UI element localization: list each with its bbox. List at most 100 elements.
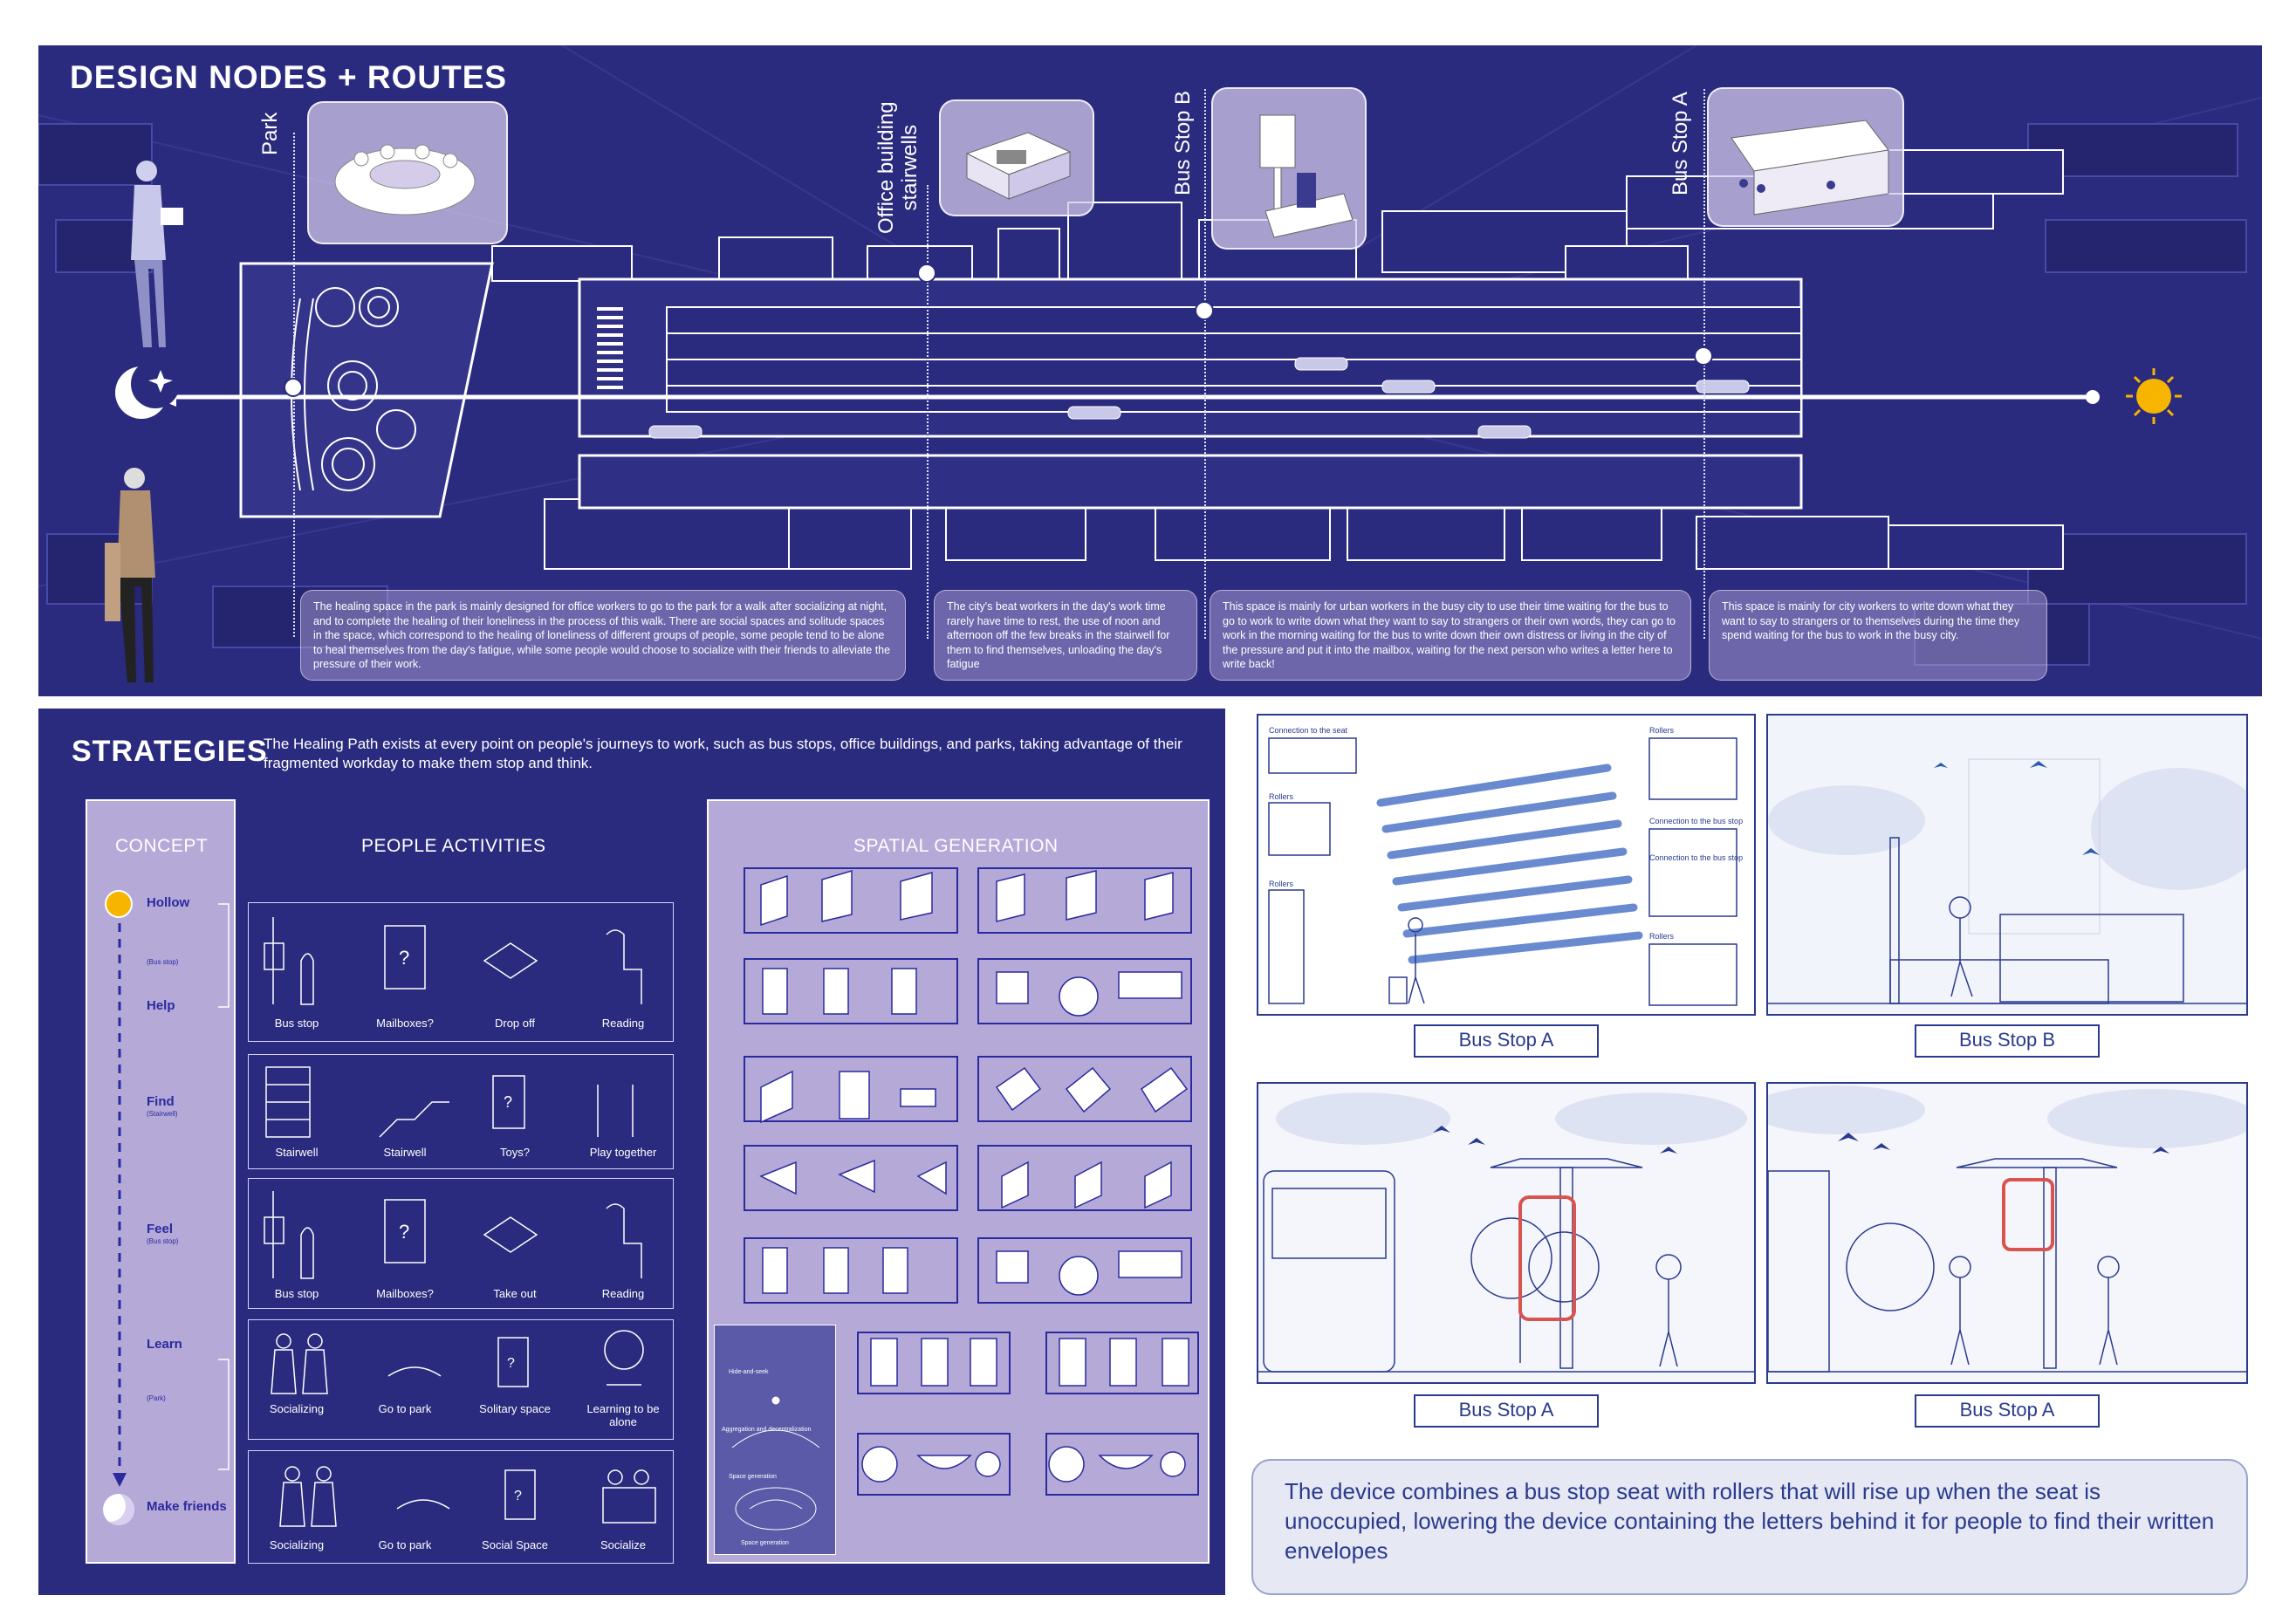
activity-label: Stairwell: [383, 1146, 427, 1159]
svg-text:?: ?: [504, 1093, 512, 1111]
strategies-subtitle: The Healing Path exists at every point o…: [264, 736, 1182, 771]
bus-stop-b-section: [1766, 714, 2248, 1016]
svg-text:?: ?: [399, 947, 409, 969]
node-label-bus-stop-a: Bus Stop A: [1669, 92, 1692, 195]
node-label-bus-stop-b: Bus Stop B: [1171, 90, 1195, 195]
svg-text:Rollers: Rollers: [1269, 792, 1294, 801]
activity-label: Socializing: [269, 1402, 325, 1415]
activity-label: Mailboxes?: [376, 1017, 434, 1030]
feel-sketch-row: ?: [264, 1191, 642, 1279]
concept-learn: Learn: [147, 1337, 182, 1352]
activity-row-4: Socializing Go to park Solitary space Le…: [248, 1319, 674, 1440]
park-label-space-gen-1: Space generation: [729, 1474, 777, 1480]
strategies-title: STRATEGIES: [72, 735, 268, 768]
stairwell-description: The city's beat workers in the day's wor…: [934, 590, 1197, 681]
park-label-aggregation: Aggregation and decentralization: [722, 1427, 812, 1433]
activity-row-5: Socializing Go to park Social Space Soci…: [248, 1450, 674, 1564]
learn-sketch-row: ?: [271, 1330, 644, 1394]
concept-timeline: [113, 903, 230, 1487]
activities-heading: PEOPLE ACTIVITIES: [361, 836, 546, 856]
sun-icon: [2126, 368, 2182, 424]
page-title: DESIGN NODES + ROUTES: [70, 59, 508, 95]
woman-walking-figure: [105, 468, 155, 682]
svg-text:Rollers: Rollers: [1649, 932, 1675, 941]
park-analysis-inset: Hide-and-seek Aggregation and decentrali…: [714, 1325, 836, 1555]
concept-make-friends: Make friends: [147, 1499, 227, 1514]
bus-stop-a-section-drawing-1: [1258, 1084, 1754, 1382]
man-reading-figure: [131, 161, 183, 347]
concept-feel-sub: (Bus stop): [147, 1237, 179, 1245]
activity-row-2: Stairwell Stairwell Toys? Play together …: [248, 1054, 674, 1169]
activity-label: Socializing: [269, 1538, 325, 1551]
bus-stop-a-section-drawing-2: [1768, 1084, 2246, 1382]
bus-stop-sketch-row: ?: [264, 917, 642, 1005]
caption-bus-stop-a-1: Bus Stop A: [1414, 1024, 1599, 1058]
caption-bus-stop-a-2: Bus Stop A: [1414, 1394, 1599, 1428]
activity-label: Social Space: [482, 1538, 548, 1551]
park-thumbnail: [307, 101, 508, 244]
office-label-line1: Office building: [874, 101, 898, 234]
device-description-note: The device combines a bus stop seat with…: [1251, 1459, 2248, 1595]
concept-park-sub: (Park): [147, 1394, 166, 1402]
activity-label: Go to park: [378, 1538, 432, 1551]
bus-stop-a-description: This space is mainly for city workers to…: [1709, 590, 2047, 681]
node-label-office: Office building stairwells: [874, 101, 922, 234]
activity-label: Play together: [589, 1146, 657, 1159]
park-label-hide: Hide-and-seek: [729, 1369, 769, 1375]
node-dot-bus-a[interactable]: [1694, 346, 1713, 366]
stairwell-sketch-row: ?: [265, 1066, 634, 1138]
concept-find-sub: (Stairwell): [147, 1110, 178, 1118]
strategies-panel: STRATEGIES The Healing Path exists at ev…: [38, 709, 1225, 1595]
activity-label: Stairwell: [275, 1146, 319, 1159]
node-line-bus-b: [1204, 89, 1206, 639]
svg-text:?: ?: [514, 1489, 522, 1503]
moon-icon: [103, 1494, 134, 1525]
activity-label: Learning to be alone: [586, 1402, 660, 1428]
bus-stop-a-thumbnail: [1707, 87, 1904, 227]
activity-label: Socialize: [600, 1538, 647, 1551]
spatial-shapes: [759, 869, 1189, 1483]
bus-stop-a-model-icon: [1731, 120, 1889, 216]
svg-text:Rollers: Rollers: [1269, 880, 1294, 888]
bus-stop-b-description: This space is mainly for urban workers i…: [1210, 590, 1691, 681]
concept-help: Help: [147, 998, 175, 1013]
activity-label: Solitary space: [479, 1402, 551, 1415]
activity-row-3: Bus stop Mailboxes? Take out Reading ?: [248, 1178, 674, 1309]
concept-find: Find: [147, 1094, 175, 1109]
activity-row-1: Bus stop Mailboxes? Drop off Reading ?: [248, 902, 674, 1042]
activity-label: Go to park: [378, 1402, 432, 1415]
park-analysis-sketch: [731, 1396, 820, 1531]
park-description: The healing space in the park is mainly …: [300, 590, 906, 681]
activity-label: Mailboxes?: [376, 1287, 434, 1300]
park-pavilion-icon: [334, 144, 476, 216]
bus-stop-b-model-icon: [1259, 114, 1354, 238]
concept-hollow: Hollow: [147, 895, 190, 910]
bus-stop-a-section-2: [1766, 1082, 2248, 1384]
design-nodes-panel: DESIGN NODES + ROUTES Park Office buildi…: [38, 45, 2262, 696]
svg-text:Connection to the bus stop: Connection to the bus stop: [1649, 817, 1743, 825]
spatial-generation-column: SPATIAL GENERATION: [707, 799, 1210, 1564]
office-stairwell-thumbnail: [939, 99, 1094, 216]
activity-label: Bus stop: [274, 1287, 319, 1300]
node-dot-office[interactable]: [917, 264, 936, 283]
park-label-space-gen-2: Space generation: [741, 1540, 789, 1546]
node-dot-bus-b[interactable]: [1195, 301, 1214, 320]
node-label-park: Park: [258, 112, 282, 155]
moon-stars-icon: [115, 360, 180, 419]
activity-label: Reading: [601, 1287, 645, 1300]
concept-heading: CONCEPT: [115, 836, 209, 856]
concept-bus-stop-sub: (Bus stop): [147, 958, 179, 966]
activity-label: Drop off: [494, 1017, 535, 1030]
svg-text:Rollers: Rollers: [1649, 726, 1675, 735]
caption-bus-stop-b: Bus Stop B: [1915, 1024, 2100, 1058]
office-label-line2: stairwells: [898, 124, 922, 211]
activity-label: Bus stop: [274, 1017, 319, 1030]
stairwell-model-icon: [965, 132, 1072, 200]
svg-text:?: ?: [399, 1221, 409, 1243]
bus-stop-b-thumbnail: [1211, 87, 1367, 250]
concept-column: CONCEPT Hollow (Bus stop) Help Find (Sta…: [86, 799, 236, 1564]
make-friends-sketch-row: ?: [279, 1466, 656, 1527]
node-dot-park[interactable]: [284, 378, 303, 397]
label-connection-seat: Connection to the seat: [1269, 726, 1348, 735]
